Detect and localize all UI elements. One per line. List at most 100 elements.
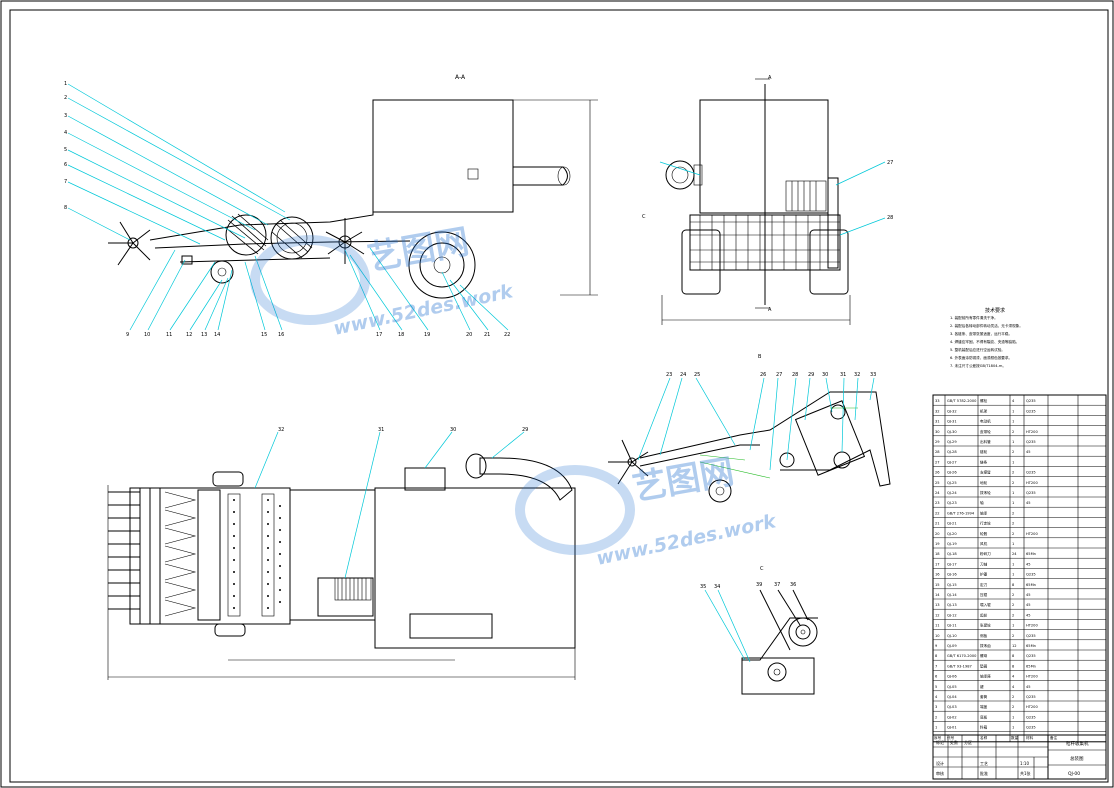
bom-cell-no: 26: [935, 471, 940, 475]
bom-cell-mat: Q235: [1026, 726, 1036, 730]
bom-cell-qty: 1: [1012, 440, 1014, 444]
bom-cell-name: 链轮: [980, 449, 988, 454]
bom-cell-name: 刀轴: [980, 561, 988, 566]
bom-cell-code: QJ-09: [947, 644, 957, 648]
callout-1: 1: [64, 81, 67, 87]
callout-b-24: 24: [680, 372, 686, 378]
tech-req-line-1: 1. 装配前所有零件清洗干净。: [950, 315, 998, 320]
bom-cell-code: QJ-06: [947, 675, 957, 679]
callout-c-35: 35: [700, 584, 706, 590]
bom-cell-no: 1: [935, 726, 937, 730]
callout-9: 9: [126, 332, 129, 338]
title-cell-zone: 分区: [964, 739, 972, 745]
bom-cell-code: GB/T 93-1987: [947, 664, 972, 668]
callout-21: 21: [484, 332, 490, 338]
callout-b-27: 27: [776, 372, 782, 378]
bom-cell-code: QJ-01: [947, 726, 957, 730]
side-marker-bottom: A: [768, 307, 772, 313]
bom-cell-mat: 65Mn: [1026, 552, 1036, 556]
bom-cell-qty: 1: [1012, 491, 1014, 495]
bom-cell-code: QJ-25: [947, 481, 957, 485]
bom-cell-code: QJ-31: [947, 420, 957, 424]
bom-cell-mat: 45: [1026, 685, 1031, 689]
bom-cell-name: 拨禾轮: [980, 490, 991, 495]
bom-cell-qty: 8: [1012, 664, 1015, 668]
bom-cell-code: QJ-17: [947, 562, 957, 566]
bom-cell-no: 9: [935, 644, 938, 648]
callout-11: 11: [166, 332, 172, 338]
bom-cell-mat: HT200: [1026, 532, 1038, 536]
bom-cell-mat: Q235: [1026, 409, 1036, 413]
callout-b-32: 32: [854, 372, 860, 378]
bom-cell-qty: 2: [1012, 511, 1014, 515]
bom-cell-no: 32: [935, 409, 940, 413]
tech-requirements: 技术要求 1. 装配前所有零件清洗干净。 2. 装配后各转动部件转动灵活，无卡滞…: [950, 307, 1023, 368]
bom-cell-mat: Q235: [1026, 573, 1036, 577]
bom-cell-code: QJ-15: [947, 583, 957, 587]
title-cell-design: 设计: [936, 760, 944, 766]
callout-5: 5: [64, 147, 67, 153]
drawing-number: QJ-00: [1068, 771, 1080, 777]
bom-cell-no: 25: [935, 481, 940, 485]
callout-13: 13: [201, 332, 207, 338]
title-cell-approve: 批准: [980, 770, 988, 776]
bom-cell-qty: 12: [1012, 644, 1017, 648]
watermark-bottom: 艺图网 www.52des.work: [515, 452, 779, 570]
callout-18: 18: [398, 332, 404, 338]
bom-cell-no: 10: [935, 634, 940, 638]
bom-cell-code: QJ-23: [947, 501, 957, 505]
bom-cell-qty: 2: [1012, 613, 1014, 617]
bom-cell-qty: 1: [1012, 420, 1014, 424]
bom-cell-qty: 4: [1012, 685, 1015, 689]
callout-14: 14: [214, 332, 220, 338]
bom-cell-code: QJ-30: [947, 430, 957, 434]
bom-cell-code: QJ-20: [947, 532, 957, 536]
bom-cell-no: 5: [935, 685, 937, 689]
bom-cell-qty: 2: [1012, 471, 1014, 475]
bom-cell-code: GB/T 5782-2000: [947, 399, 977, 403]
bom-cell-no: 16: [935, 573, 940, 577]
bom-cell-code: QJ-02: [947, 715, 957, 719]
bom-cell-mat: 45: [1026, 562, 1031, 566]
bom-cell-qty: 4: [1012, 399, 1015, 403]
bom-cell-qty: 2: [1012, 593, 1014, 597]
bom-cell-qty: 1: [1012, 624, 1014, 628]
bom-header-no: 序号: [934, 735, 942, 740]
bom-cell-qty: 1: [1012, 562, 1014, 566]
tech-req-title: 技术要求: [985, 307, 1005, 314]
bom-cell-name: 风机: [980, 541, 988, 546]
bom-cell-name: 键: [980, 684, 984, 689]
bom-cell-code: QJ-16: [947, 573, 957, 577]
title-scale: 1:10: [1020, 761, 1029, 766]
bom-cell-name: 垫圈: [980, 663, 988, 668]
section-aa-label: A-A: [455, 74, 466, 81]
bom-cell-qty: 8: [1012, 654, 1015, 658]
bom-cell-qty: 2: [1012, 430, 1014, 434]
callout-c-37: 37: [774, 582, 780, 588]
bom-cell-qty: 2: [1012, 522, 1014, 526]
bom-cell-mat: Q235: [1026, 695, 1036, 699]
bom-cell-no: 30: [935, 430, 940, 434]
bom-cell-name: 皮带轮: [980, 429, 991, 434]
bom-cell-no: 12: [935, 613, 940, 617]
bom-cell-no: 17: [935, 562, 940, 566]
callouts-top-group: 1 2 3 4 5 6 7 8: [64, 81, 67, 211]
bom-cell-name: 轴承座: [980, 674, 991, 679]
bom-cell-qty: 1: [1012, 460, 1014, 464]
bom-cell-code: QJ-27: [947, 460, 957, 464]
bom-cell-qty: 1: [1012, 542, 1014, 546]
bom-cell-qty: 2: [1012, 481, 1014, 485]
bom-cell-name: 螺母: [980, 653, 988, 658]
drawing-title: 秸秆收集机: [1066, 740, 1089, 747]
bom-cell-name: 料箱: [980, 725, 988, 730]
bom-cell-qty: 2: [1012, 695, 1014, 699]
bom-header-code: 代号: [947, 735, 955, 740]
callout-b-31: 31: [840, 372, 846, 378]
tech-req-line-3: 3. 各链条、皮带张紧适度，运行平稳。: [950, 331, 1012, 336]
bom-cell-no: 18: [935, 552, 940, 556]
bom-cell-name: 护罩: [980, 572, 988, 577]
bom-cell-no: 29: [935, 440, 940, 444]
title-cell-process: 工艺: [980, 761, 988, 766]
watermark-brand-2: 艺图网: [630, 452, 737, 509]
side-marker-top: A: [768, 75, 772, 81]
